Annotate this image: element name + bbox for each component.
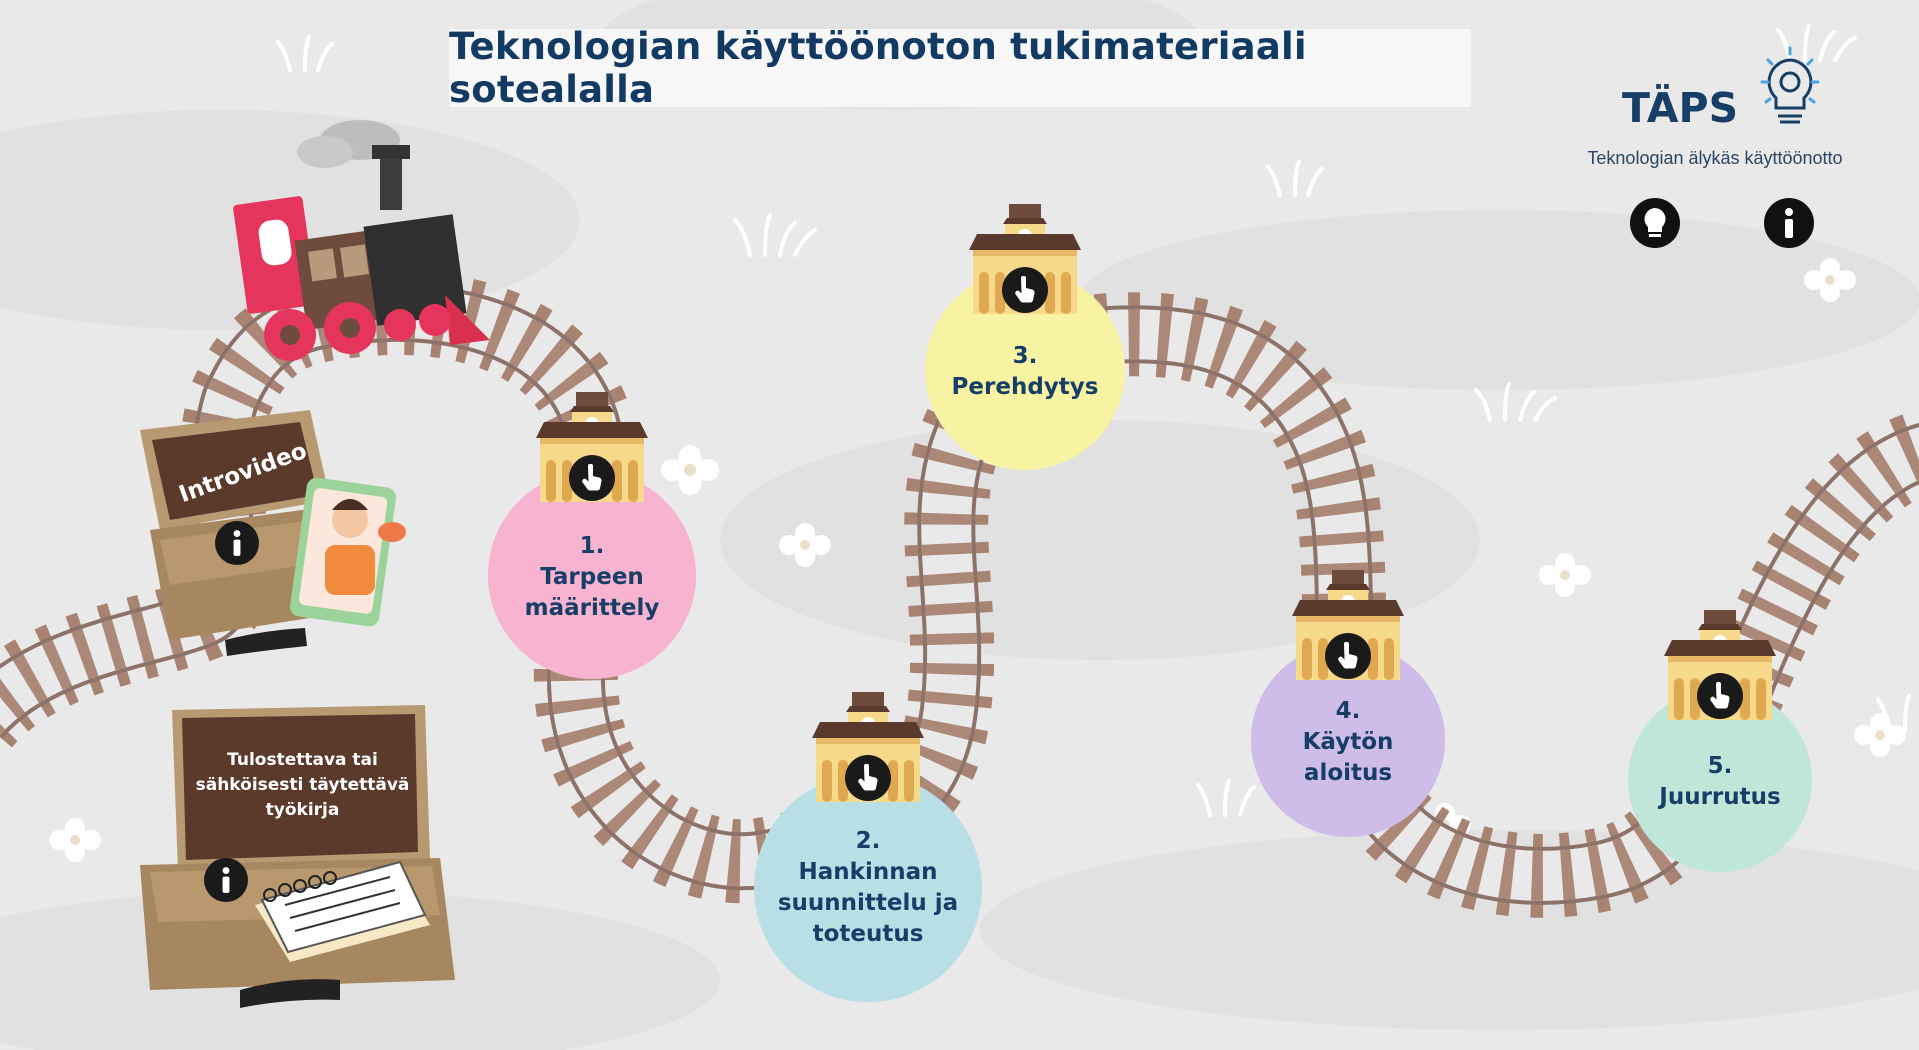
stop-4-circle[interactable]: 4. Käytön aloitus <box>1251 643 1445 837</box>
stop-number: 5. <box>1707 753 1733 779</box>
introvideo-info-button[interactable] <box>215 521 259 565</box>
workbook-label-line: sähköisesti täytettävä <box>195 775 410 795</box>
workbook-info-button[interactable] <box>204 858 248 902</box>
stop-title-line: toteutus <box>812 921 924 947</box>
stop-3-station <box>969 202 1081 320</box>
workbook-label-line: työkirja <box>265 800 340 820</box>
hand-pointer-icon <box>1338 642 1358 669</box>
stop-title-line: Perehdytys <box>951 374 1099 400</box>
info-icon <box>1785 208 1793 238</box>
hand-pointer-icon <box>1710 682 1730 709</box>
stop-5-open-button[interactable] <box>1697 673 1743 719</box>
info-button[interactable] <box>1764 198 1814 248</box>
hand-pointer-icon <box>858 764 878 791</box>
stop-title-line: Juurrutus <box>1659 784 1781 810</box>
lightbulb-icon <box>1644 208 1666 237</box>
logo-text: TÄPS <box>1622 84 1739 132</box>
stop-title-line: suunnittelu ja <box>777 890 959 916</box>
stop-1-circle[interactable]: 1. Tarpeen määrittely <box>488 471 696 679</box>
workbook-label: Tulostettava tai sähköisesti täytettävä … <box>190 748 415 823</box>
title-banner: Teknologian käyttöönoton tukimateriaali … <box>449 25 1471 111</box>
hand-pointer-icon <box>582 464 602 491</box>
stop-3-open-button[interactable] <box>1002 267 1048 313</box>
stop-number: 3. <box>1012 343 1038 369</box>
page-title: Teknologian käyttöönoton tukimateriaali … <box>449 25 1307 111</box>
info-icon <box>233 530 241 556</box>
stop-4-station <box>1292 568 1404 686</box>
stop-title-line: määrittely <box>524 594 660 621</box>
stop-1-station <box>536 390 648 508</box>
lightbulb-gear-icon <box>1760 46 1820 124</box>
stop-2-open-button[interactable] <box>845 755 891 801</box>
stop-title-line: Hankinnan <box>798 859 938 885</box>
stop-number: 4. <box>1335 697 1361 724</box>
stop-title-line: aloitus <box>1303 759 1393 786</box>
station-building-icon <box>536 392 648 502</box>
station-building-icon <box>1292 570 1404 680</box>
info-icon <box>222 867 230 893</box>
intro-suitcase-illustration <box>140 410 406 656</box>
grass-tufts <box>276 24 1911 817</box>
stop-4-open-button[interactable] <box>1325 633 1371 679</box>
stop-title-line: Tarpeen <box>540 563 644 590</box>
stop-1-open-button[interactable] <box>569 455 615 501</box>
stop-title-line: Käytön <box>1302 728 1394 755</box>
stop-number: 1. <box>579 532 605 559</box>
station-building-icon <box>969 204 1081 314</box>
steam-train-illustration <box>233 120 490 361</box>
taps-logo: TÄPS <box>1622 46 1822 136</box>
stop-number: 2. <box>855 828 881 854</box>
workbook-label-line: Tulostettava tai <box>227 750 378 770</box>
tips-button[interactable] <box>1630 198 1680 248</box>
stop-2-circle[interactable]: 2. Hankinnan suunnittelu ja toteutus <box>754 774 982 1002</box>
hand-pointer-icon <box>1015 276 1035 303</box>
logo-tagline: Teknologian älykäs käyttöönotto <box>1587 148 1843 168</box>
